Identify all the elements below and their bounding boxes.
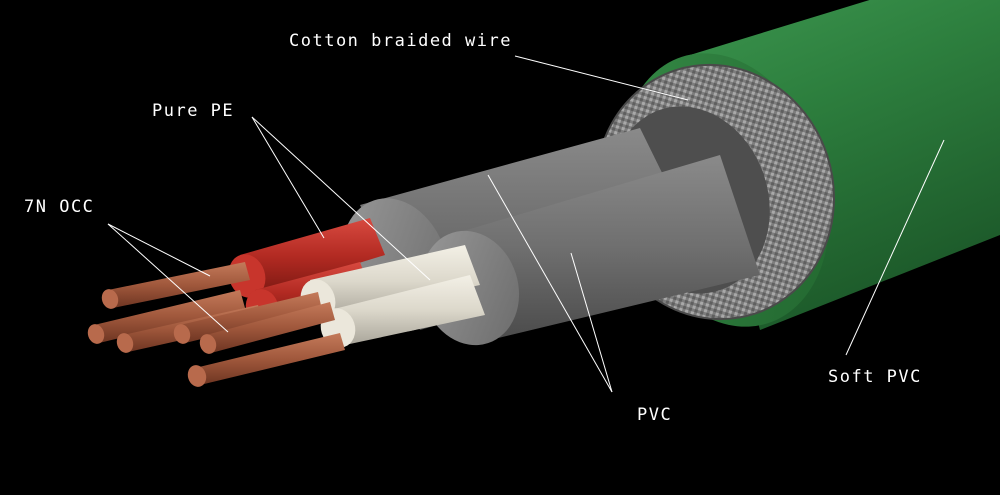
leader-line-cotton bbox=[514, 55, 689, 101]
leader-lines bbox=[107, 55, 945, 393]
leader-line-pure-pe-white bbox=[251, 116, 431, 281]
label-soft-pvc: Soft PVC bbox=[828, 367, 922, 387]
leader-line-7n-occ-1 bbox=[107, 223, 211, 277]
leader-line-pvc-upper bbox=[487, 174, 613, 393]
label-cotton-braided-wire: Cotton braided wire bbox=[289, 31, 512, 51]
leader-line-pvc-lower bbox=[570, 252, 613, 393]
leader-line-pure-pe-red bbox=[251, 116, 325, 239]
leader-line-7n-occ-2 bbox=[107, 223, 229, 333]
label-pvc: PVC bbox=[637, 405, 673, 425]
leader-line-soft-pvc bbox=[845, 139, 945, 356]
copper-conductors bbox=[87, 262, 345, 387]
label-pure-pe: Pure PE bbox=[152, 101, 235, 121]
label-7n-occ: 7N OCC bbox=[24, 197, 95, 217]
